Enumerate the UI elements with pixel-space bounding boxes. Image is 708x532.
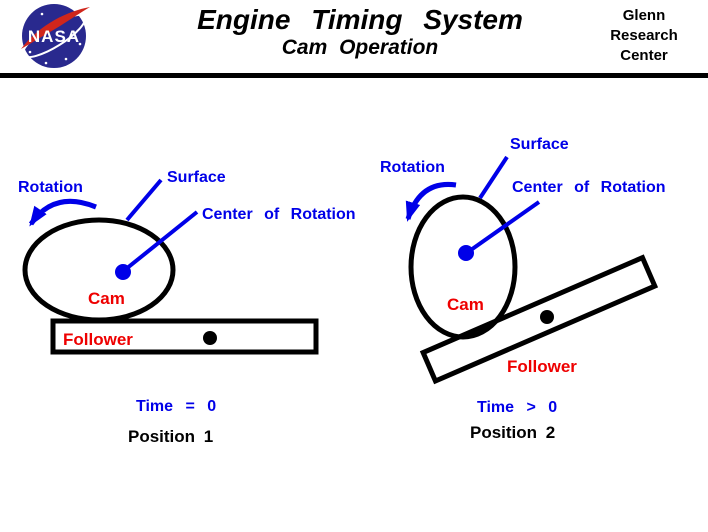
nasa-logo-text: NASA: [28, 27, 80, 46]
header-divider: [0, 73, 708, 78]
center-pointer-line-right: [466, 200, 541, 254]
nasa-logo-circle: [22, 4, 86, 68]
surface-label-right: Surface: [510, 136, 569, 153]
center-of-rotation-dot-right: [458, 245, 474, 261]
follower-bar-right-group: [419, 254, 659, 385]
follower-pivot-dot-left: [203, 331, 217, 345]
page-header: NASA Engine Timing System Cam Operation …: [0, 0, 708, 78]
cam-label-right: Cam: [447, 295, 484, 314]
follower-pivot-dot-right: [540, 310, 554, 324]
center-pointer-line-left: [124, 210, 199, 271]
rotation-label-left: Rotation: [18, 179, 83, 196]
time-label-right: Time > 0: [477, 399, 557, 416]
right-diagram: Rotation Surface Center of Rotation Cam …: [380, 136, 666, 442]
org-line-3: Center: [620, 47, 668, 64]
surface-label-left: Surface: [167, 169, 226, 186]
center-of-rotation-label-left: Center of Rotation: [202, 206, 356, 223]
org-line-2: Research: [610, 27, 678, 44]
rotation-arrow-right-icon: [405, 181, 457, 222]
follower-label-right: Follower: [507, 357, 577, 376]
page-subtitle: Cam Operation: [281, 36, 439, 59]
surface-pointer-line-right: [478, 155, 509, 200]
cam-label-left: Cam: [88, 289, 125, 308]
cam-ellipse-right: [408, 194, 518, 340]
org-name: Glenn Research Center: [588, 6, 700, 66]
center-of-rotation-dot-left: [115, 264, 131, 280]
nasa-logo-icon: NASA: [21, 4, 90, 68]
title-block: Engine Timing System Cam Operation: [150, 4, 570, 59]
left-diagram: Rotation Surface Center of Rotation Cam …: [18, 169, 356, 446]
nasa-logo-swoosh: [21, 7, 90, 49]
org-line-1: Glenn: [622, 7, 666, 24]
time-label-left: Time = 0: [136, 398, 216, 415]
follower-bar-left: [50, 318, 319, 355]
center-of-rotation-label-right: Center of Rotation: [512, 179, 666, 196]
cam-operation-diagram: Rotation Surface Center of Rotation Cam …: [18, 136, 666, 446]
page-title: Engine Timing System: [197, 4, 523, 35]
rotation-arrow-left-icon: [28, 198, 97, 227]
follower-label-left: Follower: [63, 330, 133, 349]
follower-bar-right: [419, 254, 659, 385]
position-label-right: Position 2: [470, 423, 555, 442]
surface-pointer-line-left: [125, 178, 163, 222]
rotation-label-right: Rotation: [380, 159, 445, 176]
position-label-left: Position 1: [128, 427, 213, 446]
